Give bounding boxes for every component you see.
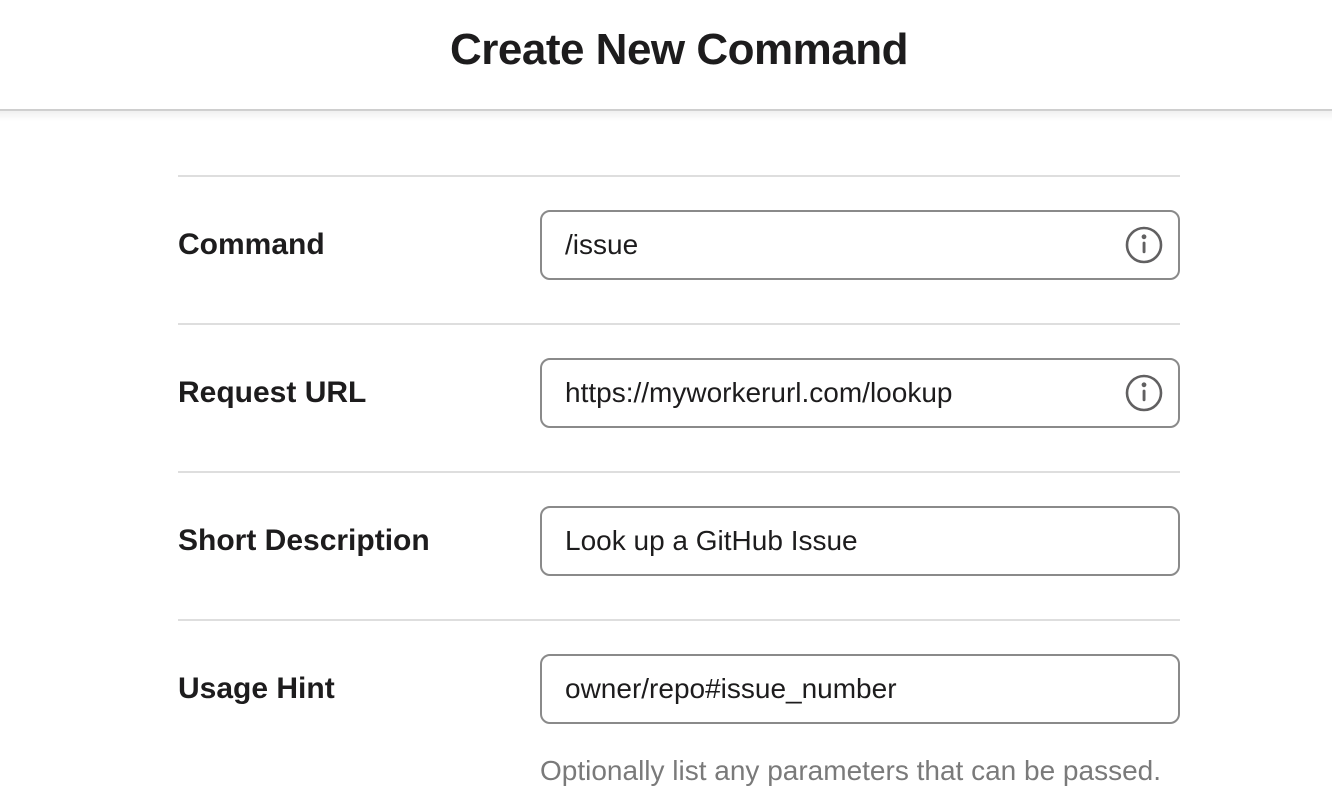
short-description-label: Short Description (178, 524, 430, 557)
short-description-input[interactable] (540, 506, 1180, 576)
usage-hint-input-wrap (540, 654, 1180, 724)
short-description-input-wrap (540, 506, 1180, 576)
form-row-usage-hint: Usage Hint Optionally list any parameter… (178, 619, 1180, 808)
request-url-input[interactable] (540, 358, 1180, 428)
page-header: Create New Command (0, 0, 1332, 121)
create-command-form: Command Request URL (178, 175, 1180, 808)
command-field-col (540, 210, 1180, 280)
command-input-wrap (540, 210, 1180, 280)
usage-hint-label: Usage Hint (178, 672, 335, 705)
info-icon[interactable] (1125, 226, 1163, 264)
form-row-short-description: Short Description (178, 471, 1180, 619)
form-row-request-url: Request URL (178, 323, 1180, 471)
info-icon[interactable] (1125, 374, 1163, 412)
request-url-label: Request URL (178, 376, 367, 409)
command-label: Command (178, 228, 325, 261)
request-url-field-col (540, 358, 1180, 428)
header-inner: Create New Command (178, 0, 1180, 74)
usage-hint-input[interactable] (540, 654, 1180, 724)
request-url-input-wrap (540, 358, 1180, 428)
usage-hint-field-col: Optionally list any parameters that can … (540, 654, 1180, 788)
command-input[interactable] (540, 210, 1180, 280)
form-row-command: Command (178, 175, 1180, 323)
short-description-field-col (540, 506, 1180, 576)
page-title: Create New Command (449, 25, 909, 74)
usage-hint-helper-text: Optionally list any parameters that can … (540, 755, 1162, 786)
